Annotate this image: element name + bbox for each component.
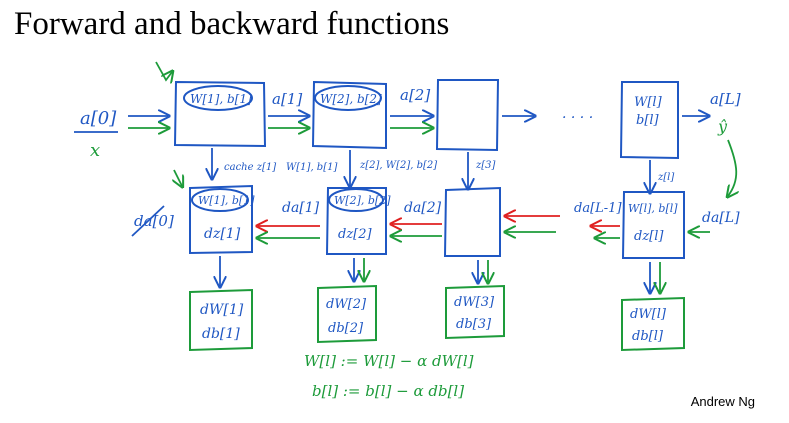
gradient-block-2: dW[2] db[2] [317, 284, 377, 344]
backward-ellipse-1 [191, 188, 249, 212]
gradient-db-3: db[3] [456, 317, 492, 332]
forward-params-1: W[1], b[1] [190, 92, 252, 106]
gradient-dw-L: dW[l] [630, 307, 667, 322]
backward-ellipse-2 [328, 188, 384, 212]
forward-ellipsis: · · · · [562, 110, 593, 126]
forward-block-1: W[1], b[1] [173, 80, 267, 148]
forward-out-yhat: ŷ [717, 117, 728, 136]
backward-dz-L: dz[l] [634, 229, 664, 244]
forward-box-L [619, 81, 679, 160]
slide-title: Forward and backward functions [14, 6, 450, 42]
forward-box-2 [311, 80, 387, 150]
backward-box-2 [325, 187, 387, 255]
update-rule-b: b[l] := b[l] − α db[l] [312, 382, 464, 400]
backward-daL: da[L] [702, 210, 740, 226]
gradient-box-2 [317, 284, 377, 344]
gradient-box-L [621, 296, 685, 352]
forward-out-aL: a[L] [710, 90, 741, 108]
cache-extra-1: W[1], b[1] [286, 162, 337, 173]
forward-input: a[0] x [74, 61, 172, 161]
gradient-dw-3: dW[3] [454, 295, 495, 310]
gradient-dw-1: dW[1] [200, 302, 244, 318]
tick-mark-start [155, 61, 172, 80]
backward-dz-2: dz[2] [338, 227, 373, 242]
da0-strike [131, 205, 165, 237]
backward-block-1: W[1], b[1] dz[1] [189, 184, 255, 255]
forward-box-3 [435, 79, 500, 152]
author-credit: Andrew Ng [690, 394, 755, 409]
params-ellipse-1 [183, 85, 253, 111]
forward-block-L: W[l] b[l] [619, 81, 679, 160]
gradient-box-1 [189, 288, 253, 352]
params-ellipse-2 [314, 85, 382, 111]
backward-params-L: W[l], b[l] [628, 202, 678, 215]
update-rule-w: W[l] := W[l] − α dW[l] [304, 352, 474, 370]
backward-block-L: W[l], b[l] dz[l] [621, 191, 685, 259]
gradient-db-2: db[2] [328, 321, 364, 336]
tick-mark-backward [174, 169, 182, 186]
backward-dz-1: dz[1] [204, 226, 241, 242]
cache-label-1: cache z[1] [224, 162, 276, 173]
backward-params-1: W[1], b[1] [198, 194, 255, 207]
forward-params-2: W[2], b[2] [320, 92, 382, 106]
backward-block-2: W[2], b[2] dz[2] [325, 187, 391, 255]
input-x-label: x [90, 140, 100, 161]
backward-box-3 [443, 186, 501, 257]
gradient-block-3: dW[3] db[3] [445, 284, 505, 340]
loss-curve-arrow [728, 139, 736, 196]
gradient-box-3 [445, 284, 505, 340]
cache-label-L: z[l] [657, 172, 674, 183]
cache-label-3: z[3] [475, 160, 496, 171]
gradient-db-1: db[1] [202, 326, 240, 342]
backward-box-L [621, 191, 685, 259]
gradient-db-L: db[l] [632, 329, 664, 344]
backward-da2: da[2] [404, 200, 442, 216]
forward-params-L-b: b[l] [636, 113, 660, 128]
input-a0-label: a[0] [80, 108, 117, 129]
forward-block-2: W[2], b[2] [311, 80, 387, 150]
gradient-dw-2: dW[2] [326, 297, 367, 312]
backward-da1: da[1] [282, 200, 320, 216]
backward-params-2: W[2], b[2] [334, 194, 391, 207]
backward-box-1 [189, 184, 253, 255]
gradient-block-L: dW[l] db[l] [621, 296, 685, 352]
gradient-block-1: dW[1] db[1] [189, 288, 253, 352]
cache-label-2: z[2], W[2], b[2] [359, 160, 437, 171]
forward-box-1 [173, 80, 267, 148]
forward-out-a2: a[2] [400, 86, 430, 104]
forward-out-a1: a[1] [272, 90, 302, 108]
backward-daL-minus1: da[L-1] [574, 201, 622, 216]
forward-params-L-w: W[l] [634, 95, 663, 110]
